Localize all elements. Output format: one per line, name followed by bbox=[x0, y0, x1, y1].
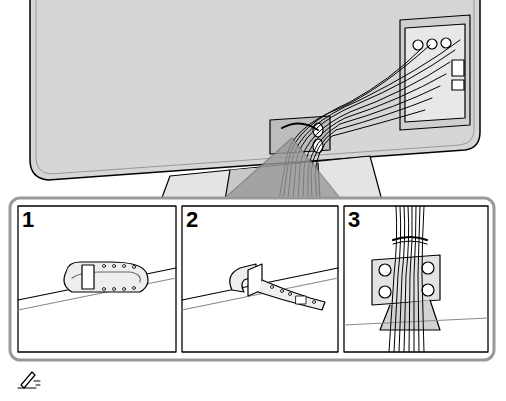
callout-number: 3 bbox=[348, 209, 360, 231]
callout-number: 2 bbox=[186, 209, 198, 231]
callout-number: 1 bbox=[22, 209, 34, 231]
